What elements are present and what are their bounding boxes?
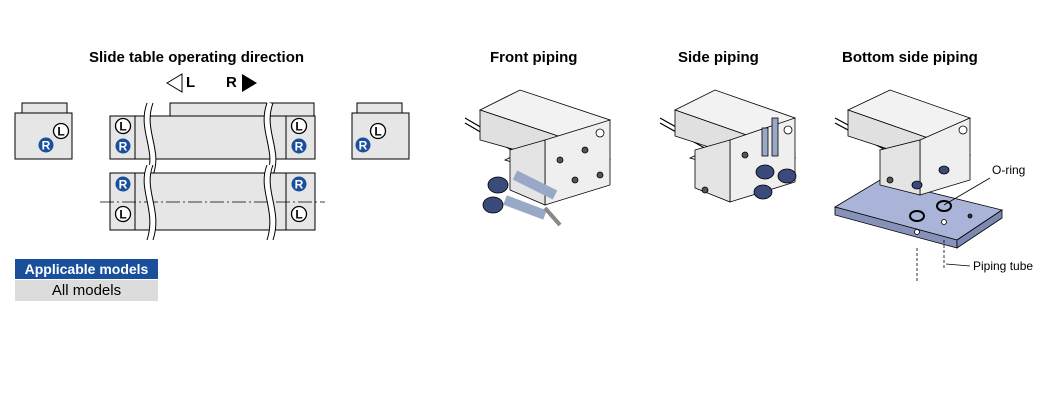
marker-l-text: L: [374, 125, 381, 139]
lower-left-r-marker: R: [115, 176, 131, 192]
lower-left-l-marker: L: [114, 205, 132, 223]
marker-r-text: R: [119, 178, 128, 192]
applicable-models-header: Applicable models: [15, 259, 158, 279]
oring-callout: O-ring: [992, 163, 1026, 177]
piping-tube-callout: Piping tube: [973, 259, 1034, 273]
marker-l-text: L: [119, 120, 126, 134]
marker-l-text: L: [57, 125, 64, 139]
upper-left-r-marker: R: [115, 138, 131, 154]
upper-right-l-marker: L: [290, 117, 308, 135]
upper-right-r-marker: R: [291, 138, 307, 154]
right-block-r-marker: R: [355, 137, 371, 153]
upper-slide-table: [109, 101, 316, 177]
direction-left-label: L: [186, 74, 196, 91]
slide-direction-title: Slide table operating direction: [89, 49, 305, 66]
left-block-r-marker: R: [38, 137, 54, 153]
marker-l-text: L: [119, 208, 126, 222]
left-block-l-marker: L: [52, 122, 70, 140]
applicable-models-value: All models: [15, 280, 158, 301]
right-block-l-marker: L: [369, 122, 387, 140]
lower-slide-table: [100, 163, 325, 241]
direction-right-label: R: [226, 74, 237, 91]
front-piping-illustration: [464, 89, 612, 227]
arrow-left-icon: [166, 73, 183, 93]
lower-right-r-marker: R: [291, 176, 307, 192]
marker-r-text: R: [42, 139, 51, 153]
marker-r-text: R: [295, 178, 304, 192]
bottom-piping-title: Bottom side piping: [842, 49, 978, 66]
marker-l-text: L: [295, 208, 302, 222]
bottom-piping-illustration: [833, 89, 1003, 282]
lower-right-l-marker: L: [290, 205, 308, 223]
front-piping-title: Front piping: [490, 49, 578, 66]
marker-r-text: R: [359, 139, 368, 153]
marker-r-text: R: [119, 140, 128, 154]
marker-l-text: L: [295, 120, 302, 134]
arrow-right-icon: [242, 74, 257, 92]
side-piping-title: Side piping: [678, 49, 759, 66]
marker-r-text: R: [295, 140, 304, 154]
side-piping-illustration: [659, 89, 797, 203]
upper-left-l-marker: L: [114, 117, 132, 135]
